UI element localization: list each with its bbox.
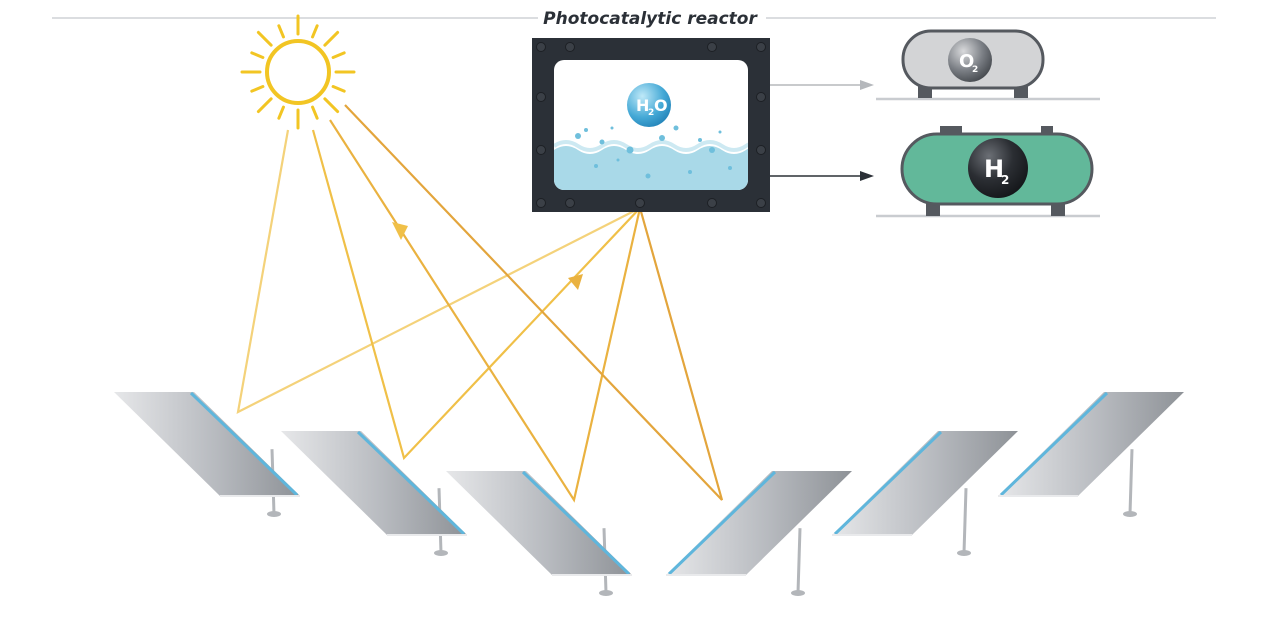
- mirror-3: [446, 470, 632, 596]
- hydrogen-tank: H 2: [876, 126, 1100, 218]
- h2-main: H: [984, 155, 1004, 183]
- oxygen-tank: O 2: [876, 29, 1100, 101]
- photocatalytic-reactor: H 2 O: [532, 38, 770, 212]
- h2o-sub: 2: [648, 108, 654, 118]
- mirror-4: [666, 470, 852, 596]
- ray-2: [311, 129, 641, 461]
- o2-sub: 2: [972, 65, 978, 75]
- mirror-array: [114, 391, 1184, 596]
- ray-4: [344, 104, 724, 501]
- oxygen-molecule: O 2: [948, 38, 992, 82]
- mirror-6: [998, 391, 1184, 517]
- h2-sub: 2: [1001, 173, 1009, 187]
- water-molecule: H 2 O: [627, 83, 671, 127]
- h2o-main: H: [636, 96, 649, 115]
- mirror-2: [281, 430, 467, 556]
- o2-main: O: [959, 51, 974, 72]
- ray-1: [236, 129, 641, 414]
- sun-icon: [240, 14, 356, 130]
- ray-3: [329, 119, 642, 503]
- h2o-tail: O: [654, 96, 668, 115]
- ray-arrow-2: [568, 274, 583, 290]
- light-rays: [236, 104, 724, 503]
- oxygen-arrowhead: [860, 80, 874, 90]
- diagram-title: Photocatalytic reactor: [543, 9, 758, 29]
- title-backing: [538, 6, 766, 30]
- water: [554, 146, 748, 190]
- ray-arrow-1: [392, 222, 408, 240]
- hydrogen-molecule: H 2: [968, 138, 1028, 198]
- mirror-1: [114, 391, 300, 517]
- hydrogen-arrowhead: [860, 171, 874, 181]
- mirror-5: [832, 430, 1018, 556]
